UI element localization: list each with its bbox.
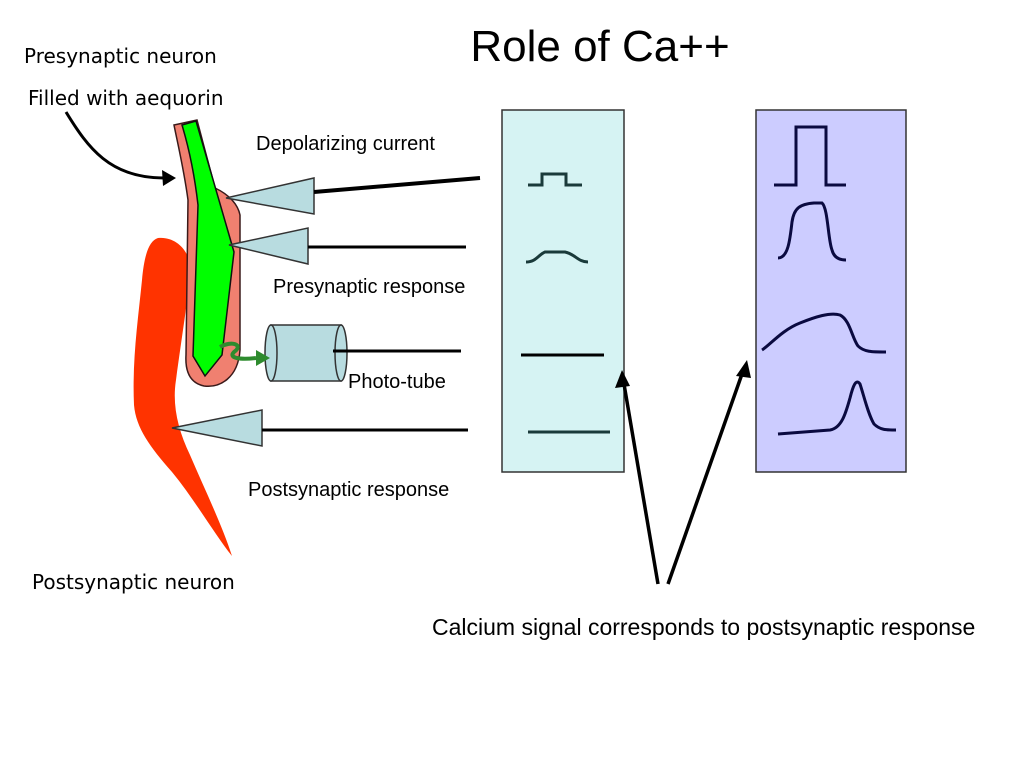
light-arrow xyxy=(218,341,257,361)
photo-tube-label: Photo-tube xyxy=(348,371,446,393)
large-trace-presynaptic xyxy=(777,201,847,262)
aequorin-label: Filled with aequorin xyxy=(28,86,224,110)
caption-arrow-left xyxy=(622,383,660,585)
postsynaptic-response-label: Postsynaptic response xyxy=(248,479,450,501)
caption-arrow-right xyxy=(666,373,744,585)
aequorin-pointer-arrowhead xyxy=(162,170,176,186)
electrode-2 xyxy=(228,227,309,265)
small-trace-presynaptic xyxy=(525,250,589,264)
aequorin-pointer-arrow xyxy=(64,111,165,180)
page-title: Role of Ca++ xyxy=(470,22,730,71)
caption-arrow-left-head xyxy=(615,370,630,388)
depolarizing-current-label: Depolarizing current xyxy=(256,133,435,155)
large-trace-postsynaptic xyxy=(777,380,897,436)
presynaptic-neuron-label: Presynaptic neuron xyxy=(24,44,217,68)
aequorin-fill-shape xyxy=(181,120,235,378)
postsynaptic-neuron-shape xyxy=(133,237,232,556)
postsynaptic-neuron-label: Postsynaptic neuron xyxy=(32,570,235,594)
small-trace-depolarizing xyxy=(528,172,582,187)
large-trace-depolarizing xyxy=(774,125,846,187)
photo-tube-shape xyxy=(264,324,348,382)
small-trace-panel xyxy=(501,109,625,473)
caption-arrow-right-head xyxy=(736,360,751,378)
electrode-3 xyxy=(171,409,263,447)
light-arrow-head xyxy=(256,350,270,366)
large-trace-calcium xyxy=(761,312,887,354)
large-trace-panel xyxy=(755,109,907,473)
electrode-1 xyxy=(225,177,315,215)
caption-text: Calcium signal corresponds to postsynapt… xyxy=(432,614,976,640)
presynaptic-response-label: Presynaptic response xyxy=(273,276,466,298)
electrode-1-wire xyxy=(313,176,481,194)
